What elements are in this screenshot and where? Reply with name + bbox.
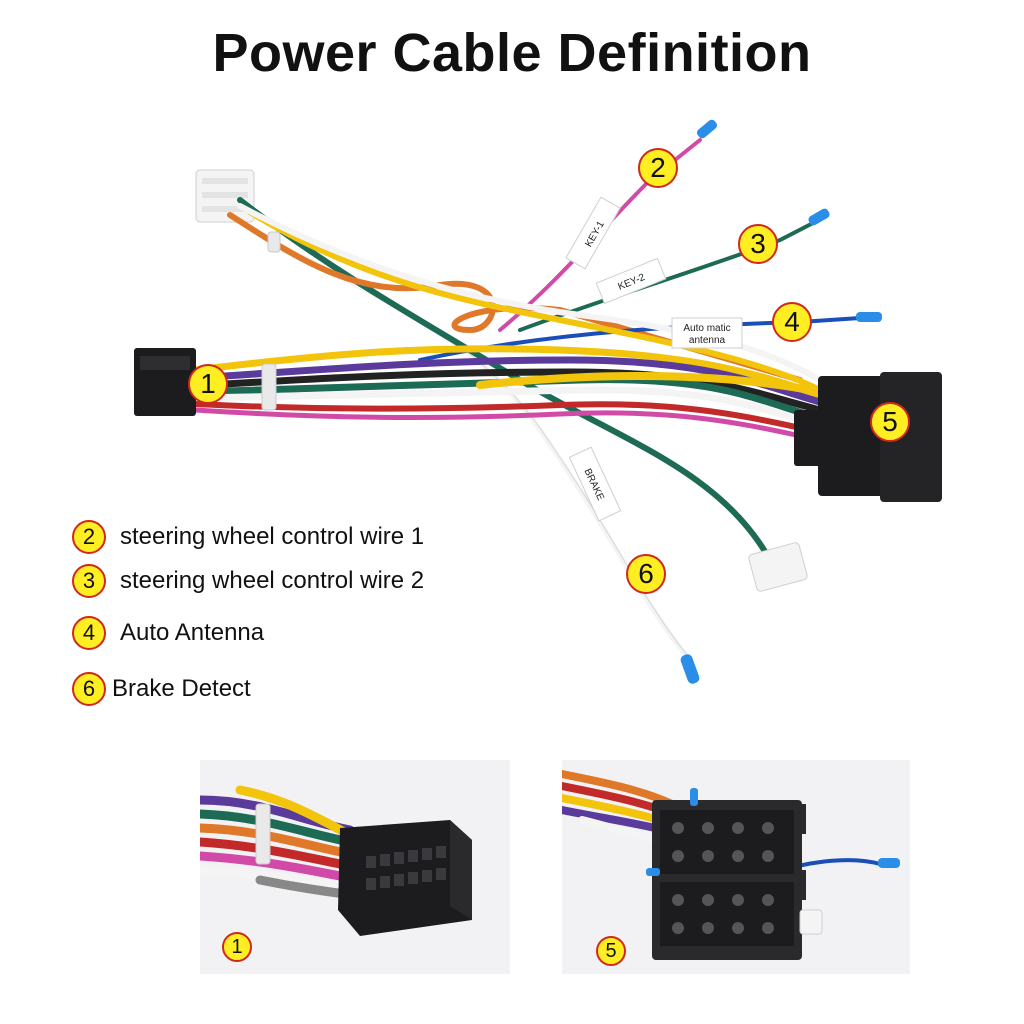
photo-1-badge: 1	[222, 932, 252, 962]
wire-tag-antenna: Auto matic antenna	[671, 317, 743, 349]
callout-6: 6	[626, 554, 666, 594]
page-title: Power Cable Definition	[212, 23, 812, 83]
photo-5-badge: 5	[596, 936, 626, 966]
wire-tag-antenna-line1: Auto matic	[683, 323, 730, 334]
legend-label: steering wheel control wire 1	[120, 523, 425, 550]
blue-wire-tips	[680, 119, 882, 684]
photo-connector-5: 5	[562, 760, 910, 974]
legend-badge: 4	[72, 616, 106, 650]
callout-2: 2	[638, 148, 678, 188]
photo-connector-1: 1	[200, 760, 510, 974]
legend-label: Brake Detect	[112, 675, 251, 702]
bottom-white-plug	[748, 542, 808, 592]
callout-4: 4	[772, 302, 812, 342]
wire-tag-antenna-line2: antenna	[689, 335, 726, 346]
legend-badge: 6	[72, 672, 106, 706]
connector-1	[134, 348, 196, 416]
legend-badge: 2	[72, 520, 106, 554]
callout-3: 3	[738, 224, 778, 264]
legend-badge: 3	[72, 564, 106, 598]
callout-5: 5	[870, 402, 910, 442]
top-white-plug	[195, 169, 255, 223]
callout-1: 1	[188, 364, 228, 404]
cable-tie-top	[267, 231, 281, 253]
wire-tag-key2: KEY-2	[595, 257, 667, 305]
legend-label: steering wheel control wire 2	[120, 567, 425, 594]
cable-tie-left	[261, 363, 277, 411]
wire-tag-key1: KEY-1	[565, 196, 621, 270]
legend-label: Auto Antenna	[120, 619, 265, 646]
